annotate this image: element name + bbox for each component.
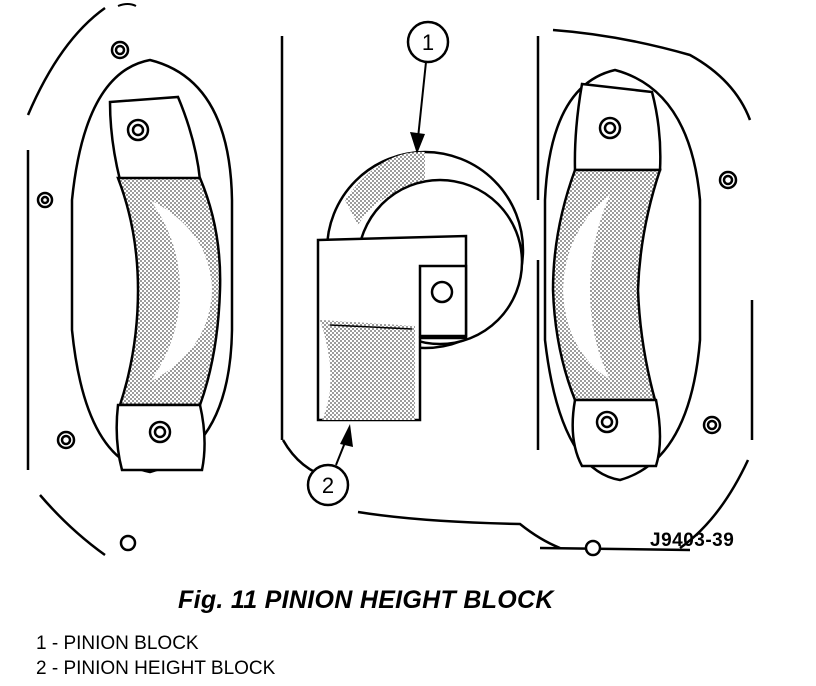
- left-bearing-cap: [70, 58, 234, 474]
- callout-1: 1: [406, 20, 450, 154]
- figure-id-label: J9403-39: [650, 530, 734, 551]
- legend-item-pinion-height-block: 2 - PINION HEIGHT BLOCK: [36, 658, 276, 679]
- legend-item-pinion-block: 1 - PINION BLOCK: [36, 633, 199, 654]
- arrow-icon: [340, 424, 353, 447]
- cropped-text-fragment: [117, 3, 137, 7]
- callout-2: 2: [306, 424, 353, 507]
- legend: 1 - PINION BLOCK 2 - PINION HEIGHT BLOCK: [36, 631, 275, 681]
- threaded-bolt-holes: [36, 40, 738, 557]
- arrow-icon: [410, 132, 425, 154]
- callout-1-number: 1: [422, 30, 434, 55]
- pinion-height-block: [316, 234, 468, 422]
- callout-2-number: 2: [322, 473, 334, 498]
- housing-outline: [26, 6, 754, 557]
- pinion-height-block-diagram: 1 2 J9403-39: [26, 3, 754, 557]
- right-bearing-cap: [543, 68, 702, 482]
- figure-caption: Fig. 11 PINION HEIGHT BLOCK: [178, 586, 554, 614]
